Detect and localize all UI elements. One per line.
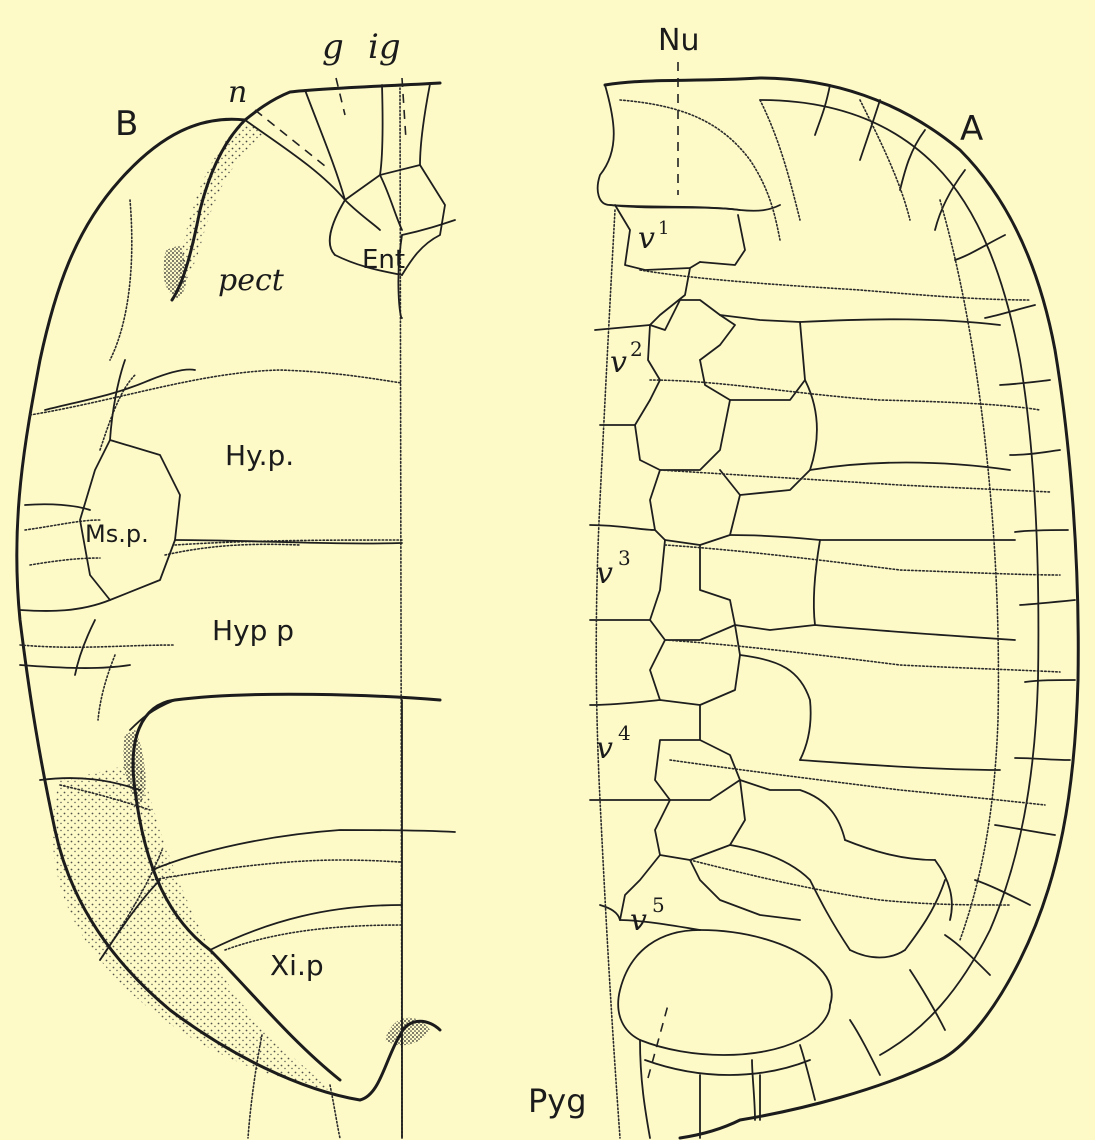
carapace-vertebrals	[590, 205, 1015, 1138]
label-v1: v 1	[638, 218, 669, 256]
carapace-nuchal-region	[598, 85, 780, 211]
label-ent: Ent	[362, 245, 405, 275]
label-pect: pect	[218, 263, 285, 298]
carapace-outline	[605, 78, 1078, 1138]
label-v4: v 4	[596, 721, 631, 766]
svg-text:4: 4	[618, 721, 631, 745]
label-v5: v 5	[630, 893, 665, 938]
svg-text:2: 2	[630, 337, 643, 361]
plastron-view: B n g ig pect Ent Hy.p. Ms.p. Hyp p Xi.p	[17, 27, 455, 1138]
svg-text:v: v	[630, 903, 647, 938]
label-hyp-p: Hyp p	[212, 614, 294, 647]
label-v2: v 2	[610, 337, 643, 380]
leader-ig	[402, 78, 406, 140]
carapace-marginals	[752, 85, 1075, 1120]
panel-label-a: A	[960, 109, 983, 149]
svg-text:1: 1	[658, 218, 669, 239]
carapace-view: A Nu v 1 v 2 v 3 v 4 v 5 Pyg	[528, 23, 1078, 1138]
svg-text:3: 3	[618, 546, 631, 570]
label-nu: Nu	[658, 23, 699, 58]
label-hy-p: Hy.p.	[225, 439, 294, 472]
svg-text:v: v	[596, 556, 613, 591]
panel-label-b: B	[115, 104, 138, 144]
label-xi-p: Xi.p	[270, 949, 324, 982]
svg-text:v: v	[596, 731, 613, 766]
leader-g	[336, 78, 345, 115]
svg-text:5: 5	[652, 893, 665, 917]
plastron-notch-anterior	[163, 245, 186, 298]
plastron-outline	[17, 83, 440, 1100]
label-ig: ig	[368, 27, 401, 67]
label-pyg: Pyg	[528, 1082, 587, 1120]
svg-text:v: v	[610, 345, 627, 380]
leader-n	[255, 110, 330, 170]
label-n: n	[228, 75, 247, 110]
label-v3: v 3	[596, 546, 631, 591]
label-ms-p: Ms.p.	[85, 520, 149, 548]
label-g: g	[322, 27, 344, 67]
svg-text:v: v	[638, 221, 655, 256]
